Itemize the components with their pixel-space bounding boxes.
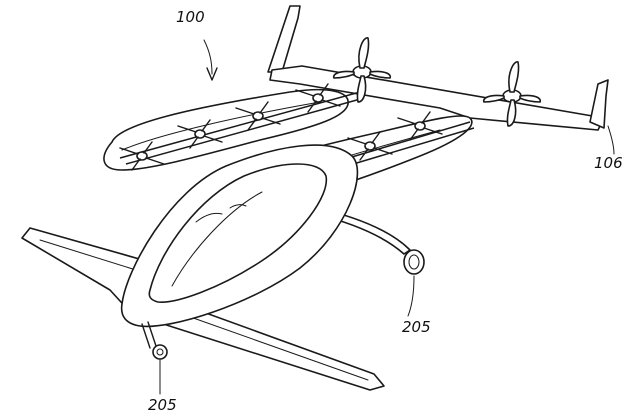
label-wing-tip: 106	[594, 154, 623, 172]
rotor-icon	[347, 131, 393, 161]
pusher-propellers	[332, 37, 542, 127]
rotor-icon	[119, 141, 165, 171]
front-landing-gear	[141, 321, 168, 360]
rotor-icon	[177, 119, 223, 149]
callout-arrow	[203, 39, 218, 81]
rear-left-fin	[267, 5, 301, 73]
label-gear-right: 205	[402, 318, 431, 336]
main-wing	[21, 227, 385, 391]
propeller-icon	[482, 61, 542, 127]
main-wing-panel	[21, 227, 385, 391]
rotor-icon	[295, 83, 341, 113]
leader-lines	[159, 125, 615, 395]
rotor-icon	[235, 101, 281, 131]
propeller-icon	[332, 37, 392, 103]
label-gear-left: 205	[148, 396, 177, 414]
canopy	[148, 163, 328, 303]
left-lift-rotors	[119, 83, 341, 171]
rear-right-fin	[589, 79, 609, 129]
fuselage	[120, 144, 359, 328]
label-aircraft: 100	[176, 8, 205, 26]
left-pod-outline	[103, 88, 349, 171]
rear-wing	[267, 5, 609, 131]
front-wheel	[152, 344, 168, 360]
right-wheel	[403, 249, 425, 275]
rotor-icon	[397, 111, 443, 141]
